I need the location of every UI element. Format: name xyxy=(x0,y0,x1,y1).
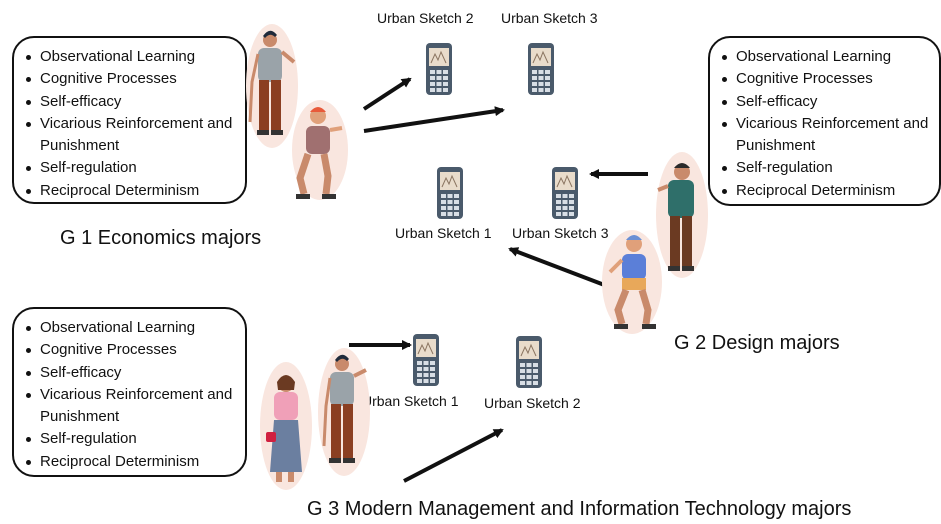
g1-label: G 1 Economics majors xyxy=(60,227,262,249)
theory-item: Vicarious Reinforcement and xyxy=(26,384,245,406)
theory-item: Cognitive Processes xyxy=(26,339,245,361)
theory-item: Self-regulation xyxy=(722,157,939,179)
theory-item-continued: Punishment xyxy=(736,137,816,155)
g1-sketch-label-2: Urban Sketch 2 xyxy=(377,10,474,26)
arrow-g1-to-sketch2 xyxy=(362,77,412,111)
theory-item: Self-efficacy xyxy=(722,91,939,113)
person-illustration xyxy=(260,362,312,490)
phone-icon xyxy=(425,42,453,96)
phone-icon xyxy=(527,42,555,96)
theory-item: Vicarious Reinforcement and xyxy=(722,113,939,135)
theory-item: Observational Learning xyxy=(26,46,245,68)
arrow-g3-to-sketch2 xyxy=(403,428,504,483)
g2-sketch-label-1: Urban Sketch 1 xyxy=(395,225,492,241)
g3-sketch-label-2: Urban Sketch 2 xyxy=(484,395,581,411)
theory-item-continued: Punishment xyxy=(40,137,120,155)
g1-sketch-label-3: Urban Sketch 3 xyxy=(501,10,598,26)
theory-item: Self-regulation xyxy=(26,157,245,179)
theory-item: Cognitive Processes xyxy=(26,68,245,90)
theory-item: Self-regulation xyxy=(26,428,245,450)
person-illustration xyxy=(602,230,662,334)
theory-item: Reciprocal Determinism xyxy=(722,180,939,202)
theory-item: Vicarious Reinforcement and xyxy=(26,113,245,135)
phone-icon xyxy=(436,166,464,220)
arrow-g2-to-sketch1 xyxy=(508,247,608,288)
theory-item-continued: Punishment xyxy=(40,408,120,426)
person-illustration xyxy=(246,24,298,148)
person-illustration xyxy=(318,348,370,476)
theory-item: Self-efficacy xyxy=(26,91,245,113)
theory-item: Self-efficacy xyxy=(26,362,245,384)
theory-item: Observational Learning xyxy=(722,46,939,68)
theory-item: Reciprocal Determinism xyxy=(26,180,245,202)
theory-item: Reciprocal Determinism xyxy=(26,451,245,473)
theory-item: Observational Learning xyxy=(26,317,245,339)
g1-theory-box: Observational Learning Cognitive Process… xyxy=(12,36,247,204)
person-illustration xyxy=(656,152,708,278)
phone-icon xyxy=(412,333,440,387)
person-illustration xyxy=(292,100,348,200)
g2-theory-box: Observational Learning Cognitive Process… xyxy=(708,36,941,206)
g3-theory-box: Observational Learning Cognitive Process… xyxy=(12,307,247,477)
phone-icon xyxy=(515,335,543,389)
g3-sketch-label-1: Urban Sketch 1 xyxy=(362,393,459,409)
g2-label: G 2 Design majors xyxy=(674,332,840,354)
theory-item: Cognitive Processes xyxy=(722,68,939,90)
g2-sketch-label-3: Urban Sketch 3 xyxy=(512,225,609,241)
arrow-g1-to-sketch3 xyxy=(363,106,505,133)
phone-icon xyxy=(551,166,579,220)
g3-label: G 3 Modern Management and Information Te… xyxy=(307,498,852,520)
